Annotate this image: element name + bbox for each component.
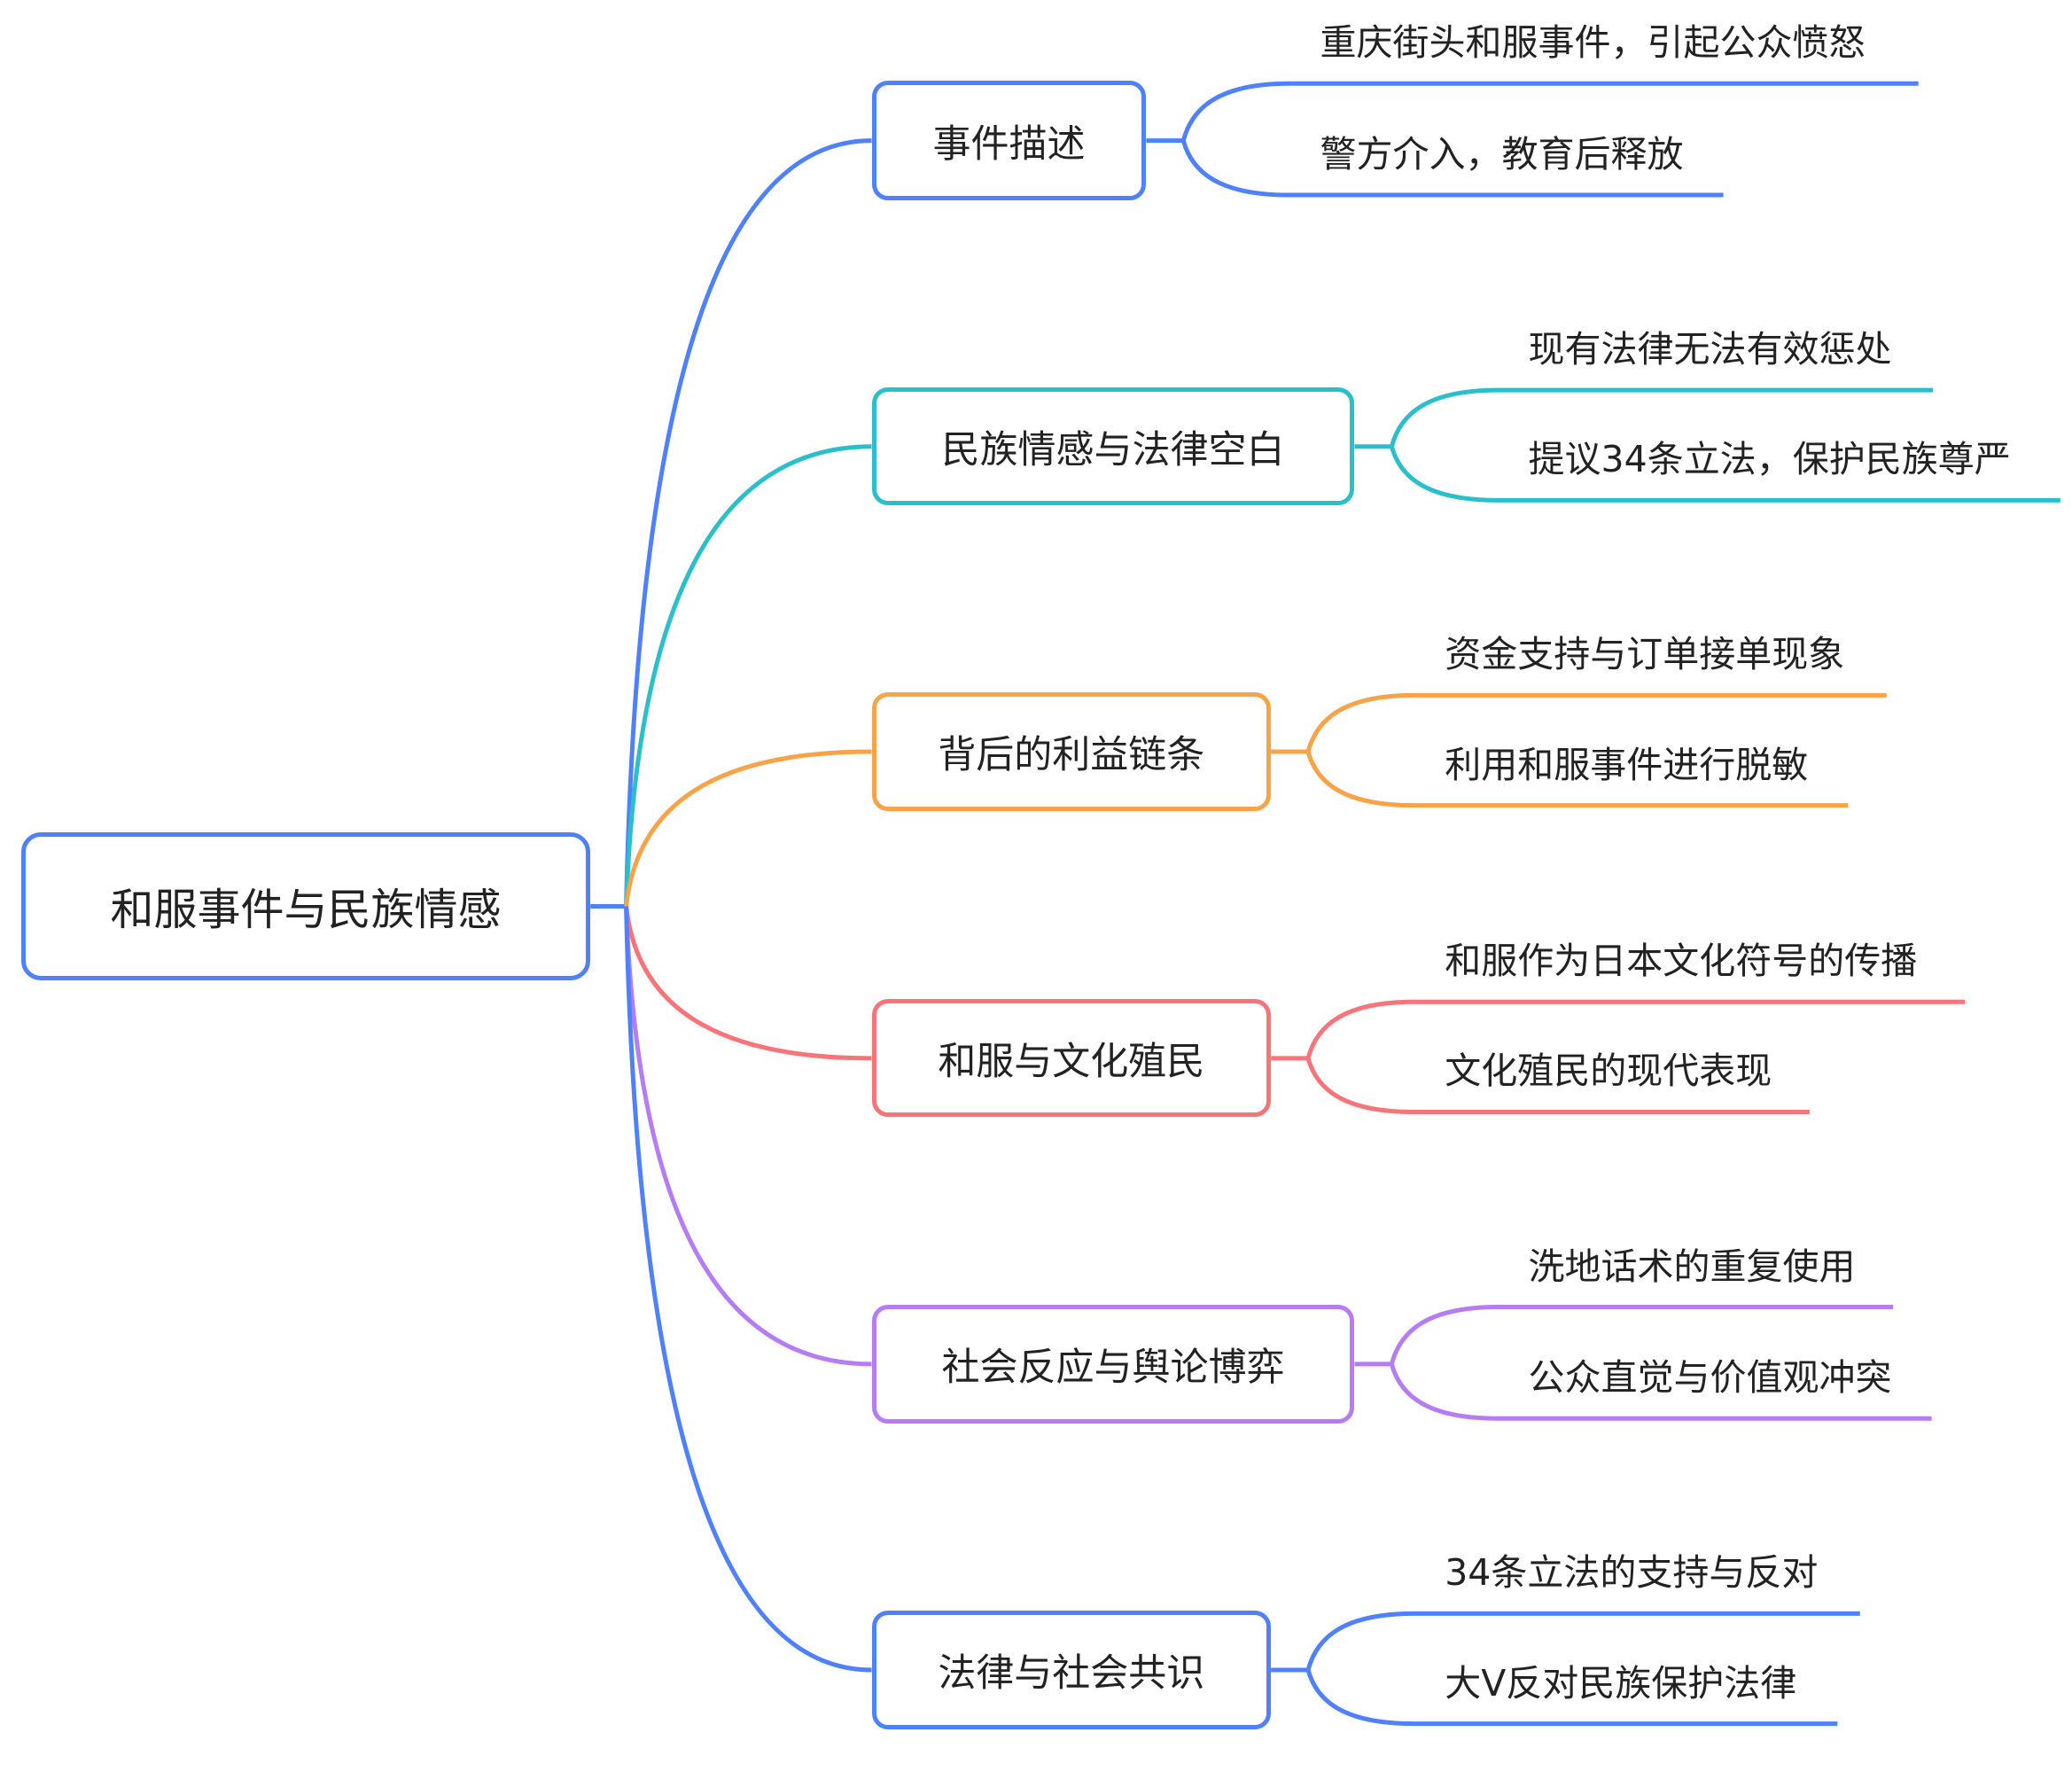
root-to-branch-connector — [624, 906, 872, 1061]
root-to-branch-connector — [624, 906, 872, 1673]
leaf-connector-line — [1389, 1305, 1894, 1365]
branch-label: 民族情感与法律空白 — [941, 427, 1285, 472]
branch-label: 背后的利益链条 — [938, 733, 1205, 778]
root-label: 和服事件与民族情感 — [110, 884, 502, 935]
leaf-connector-line — [1305, 1057, 1810, 1114]
branch-label: 法律与社会共识 — [938, 1650, 1205, 1696]
leaf-connector-line — [1305, 751, 1849, 808]
leaf-connector-line — [1389, 1363, 1932, 1421]
branch-node-social-reaction[interactable]: 社会反应与舆论博弈 — [871, 1304, 1355, 1424]
root-to-branch-connector — [624, 906, 872, 1367]
leaf-connector-line — [1180, 140, 1724, 198]
leaf-node[interactable]: 资金支持与订单接单现象 — [1445, 633, 1845, 676]
branch-node-national-sentiment-legal-gap[interactable]: 民族情感与法律空白 — [871, 387, 1355, 506]
leaf-node[interactable]: 利用和服事件进行脱敏 — [1445, 743, 1809, 786]
leaf-node[interactable]: 和服作为日本文化符号的传播 — [1445, 940, 1918, 983]
root-to-branch-connector — [624, 749, 872, 907]
leaf-connector-line — [1389, 387, 1934, 448]
leaf-node[interactable]: 重庆街头和服事件，引起公众愤怒 — [1320, 21, 1866, 65]
root-to-branch-connector — [624, 138, 872, 907]
leaf-node[interactable]: 文化殖民的现代表现 — [1445, 1049, 1772, 1093]
branch-node-event-description[interactable]: 事件描述 — [871, 81, 1147, 201]
branch-node-law-consensus[interactable]: 法律与社会共识 — [871, 1611, 1272, 1729]
leaf-connector-line — [1305, 999, 1966, 1059]
leaf-node[interactable]: 现有法律无法有效惩处 — [1528, 328, 1892, 371]
leaf-node[interactable]: 警方介入，教育后释放 — [1320, 133, 1684, 176]
leaf-node[interactable]: 34条立法的支持与反对 — [1445, 1551, 1819, 1595]
leaf-connector-line — [1389, 446, 2060, 503]
leaf-connector-line — [1180, 81, 1919, 142]
leaf-node[interactable]: 洗地话术的重复使用 — [1528, 1245, 1856, 1288]
leaf-connector-line — [1305, 1669, 1838, 1727]
leaf-connector-line — [1305, 692, 1887, 753]
branch-label: 事件描述 — [932, 121, 1086, 167]
leaf-node[interactable]: 提议34条立法，保护民族尊严 — [1528, 438, 2011, 481]
leaf-node[interactable]: 大V反对民族保护法律 — [1445, 1661, 1797, 1705]
root-node[interactable]: 和服事件与民族情感 — [20, 831, 591, 981]
branch-label: 社会反应与舆论博弈 — [941, 1345, 1285, 1390]
branch-node-cultural-colonization[interactable]: 和服与文化殖民 — [871, 999, 1272, 1118]
leaf-connector-line — [1305, 1611, 1860, 1671]
root-to-branch-connector — [624, 444, 872, 907]
branch-node-interest-chain[interactable]: 背后的利益链条 — [871, 692, 1272, 811]
branch-label: 和服与文化殖民 — [938, 1039, 1205, 1084]
leaf-node[interactable]: 公众直觉与价值观冲突 — [1528, 1356, 1892, 1400]
